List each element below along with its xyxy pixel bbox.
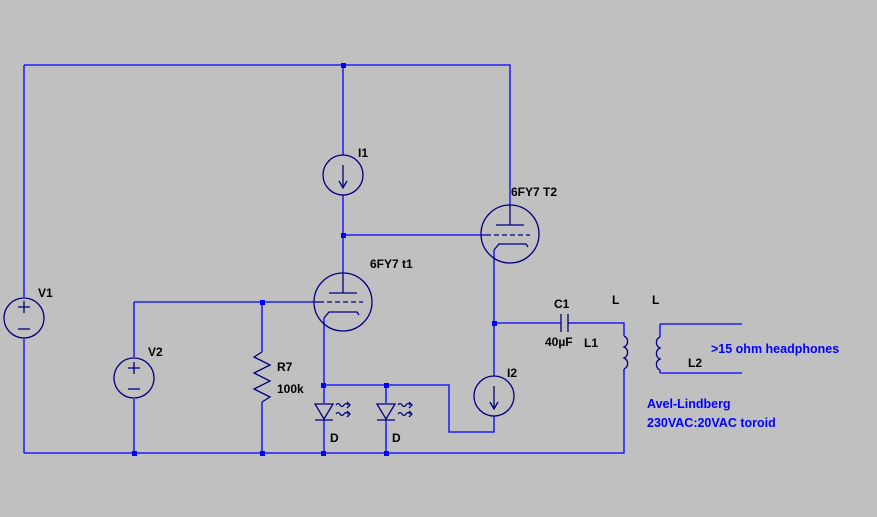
v2-plus-sign xyxy=(128,362,140,374)
c1-value: 40µF xyxy=(545,335,573,349)
l1-type-label: L xyxy=(612,293,619,307)
l1-coil xyxy=(622,335,629,370)
d1-triangle xyxy=(313,403,335,421)
triode-t1[interactable]: 6FY7 t1 xyxy=(313,257,413,332)
transformer-note-line2: 230VAC:20VAC toroid xyxy=(647,416,776,430)
i1-label: I1 xyxy=(358,146,368,160)
d2-triangle xyxy=(375,403,397,421)
d1-label: D xyxy=(330,431,339,445)
inductor-l1[interactable]: L1 L xyxy=(584,293,629,372)
l2-type-label: L xyxy=(652,293,659,307)
junction-output xyxy=(492,321,497,326)
led-d1[interactable]: D xyxy=(313,401,351,445)
wire-headphones xyxy=(660,323,742,374)
v2-source[interactable]: V2 xyxy=(113,345,163,399)
i1-body xyxy=(322,154,364,196)
wire-c1 xyxy=(494,322,625,336)
wire-ground-rail xyxy=(24,370,625,454)
junction-gnd-2 xyxy=(260,451,265,456)
junction-cathode-2 xyxy=(384,383,389,388)
t2-plate xyxy=(496,205,524,226)
output-note: >15 ohm headphones xyxy=(711,342,839,356)
junctions xyxy=(132,63,497,456)
v1-body xyxy=(3,297,45,339)
v2-body xyxy=(113,357,155,399)
r7-value: 100k xyxy=(277,382,304,396)
t1-envelope xyxy=(313,272,373,332)
wire-top-rail xyxy=(24,64,511,205)
v2-label: V2 xyxy=(148,345,163,359)
i1-source[interactable]: I1 xyxy=(322,146,368,196)
junction-gnd-4 xyxy=(384,451,389,456)
l2-label: L2 xyxy=(688,356,702,370)
t1-label: 6FY7 t1 xyxy=(370,257,413,271)
i1-arrow xyxy=(338,165,348,190)
v1-plus-sign xyxy=(18,301,30,313)
t1-cathode xyxy=(323,311,360,319)
i2-source[interactable]: I2 xyxy=(473,366,517,417)
v1-label: V1 xyxy=(38,286,53,300)
i2-arrow xyxy=(489,386,499,411)
capacitor-c1[interactable]: C1 40µF xyxy=(545,297,573,349)
junction-gnd-1 xyxy=(132,451,137,456)
wire-cathode-bus xyxy=(324,384,495,433)
r7-resistor[interactable]: R7 100k xyxy=(252,351,304,403)
inductor-l2[interactable]: L2 L xyxy=(652,293,702,373)
r7-name: R7 xyxy=(277,360,293,374)
d2-label: D xyxy=(392,431,401,445)
junction-gnd-3 xyxy=(321,451,326,456)
junction-i1 xyxy=(341,233,346,238)
v1-source[interactable]: V1 xyxy=(3,286,53,339)
wire-d-bottom xyxy=(323,420,387,453)
c1-name: C1 xyxy=(554,297,570,311)
t2-cathode xyxy=(493,243,529,251)
wires xyxy=(23,64,742,454)
t1-plate xyxy=(329,275,357,294)
d2-emission-icon xyxy=(397,401,413,418)
r7-zigzag xyxy=(252,351,272,403)
l1-label: L1 xyxy=(584,336,598,350)
i2-label: I2 xyxy=(507,366,517,380)
transformer-note-line1: Avel-Lindberg xyxy=(647,397,731,411)
triode-t2[interactable]: 6FY7 T2 xyxy=(480,185,557,264)
junction-top xyxy=(341,63,346,68)
t2-label: 6FY7 T2 xyxy=(511,185,557,199)
junction-grid xyxy=(260,300,265,305)
d1-emission-icon xyxy=(335,401,351,418)
i2-body xyxy=(473,375,515,417)
junction-cathode-1 xyxy=(321,383,326,388)
l2-coil xyxy=(655,336,662,371)
c1-plates xyxy=(560,314,569,332)
led-d2[interactable]: D xyxy=(375,401,413,445)
